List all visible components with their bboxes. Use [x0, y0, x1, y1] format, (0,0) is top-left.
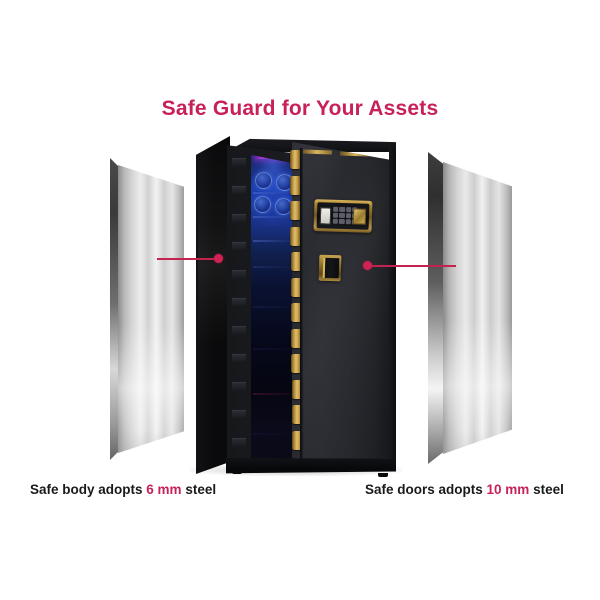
interior-shelf [253, 192, 293, 194]
door-locking-bolts [289, 150, 303, 456]
locking-bolt [290, 277, 302, 297]
safe-door[interactable] [292, 142, 396, 468]
shelf-notch [232, 382, 246, 390]
door-gold-accent-strip [339, 151, 371, 157]
locking-bolt [290, 252, 302, 271]
keypad-button[interactable] [345, 213, 351, 219]
caption-right-suffix: steel [529, 482, 564, 497]
shelf-notch [232, 326, 246, 334]
shelf-notch [232, 438, 246, 446]
locking-bolt [290, 175, 302, 195]
locking-bolt [290, 201, 302, 220]
safe-top-surface [226, 138, 396, 152]
shelf-notch [232, 158, 246, 166]
plate-right-edge [428, 152, 444, 464]
interior-shelf [253, 348, 293, 350]
safe-left-side-panel [196, 136, 230, 474]
safe-side-gloss [198, 136, 228, 474]
shelf-notch [232, 214, 246, 222]
door-handle[interactable] [318, 254, 342, 282]
fingerprint-reader-icon[interactable] [352, 208, 367, 225]
pointer-dot-left [214, 254, 223, 263]
locking-bolt [291, 405, 303, 424]
pointer-dot-right [363, 261, 372, 270]
locking-bolt [290, 303, 302, 322]
pointer-line-right [370, 265, 456, 267]
locking-bolt [291, 354, 303, 373]
door-inner-edge [300, 148, 303, 460]
safe-right-edge [389, 147, 396, 469]
safe-foot [378, 473, 388, 477]
keypad-button[interactable] [332, 212, 339, 218]
door-gold-accent-strip [301, 149, 333, 155]
caption-left-suffix: steel [181, 482, 217, 497]
shelf-notch [232, 410, 246, 418]
keypad-button[interactable] [339, 218, 345, 225]
safe-product-image [196, 136, 396, 477]
keypad-inner [316, 202, 370, 230]
caption-left-prefix: Safe body adopts [30, 482, 147, 497]
shelf-notch [232, 242, 246, 250]
page-title: Safe Guard for Your Assets [161, 97, 439, 120]
locking-bolt [291, 379, 303, 399]
shelf-notch [232, 354, 246, 362]
door-handle-recess [322, 257, 340, 279]
locking-bolt [291, 430, 303, 450]
interior-shelf [253, 266, 293, 268]
shelf-notch [232, 186, 246, 194]
caption-left-highlight: 6 mm [146, 482, 182, 497]
door-gloss [292, 142, 396, 468]
keypad-button[interactable] [333, 206, 339, 212]
safe-plinth-base [226, 458, 396, 474]
interior-shelf [253, 433, 293, 435]
keypad-button[interactable] [332, 218, 339, 224]
interior-shelf [253, 306, 293, 308]
locking-bolt [291, 328, 303, 348]
watch-winder [254, 196, 271, 213]
interior-shelf [253, 240, 293, 242]
shelf-notch [232, 298, 246, 306]
keypad-button[interactable] [339, 212, 345, 219]
caption-safe-body: Safe body adopts 6 mm steel [30, 482, 216, 497]
keypad-button[interactable] [345, 219, 351, 225]
watch-winder [255, 172, 272, 189]
keypad-button[interactable] [345, 207, 352, 213]
locking-bolt [289, 150, 301, 169]
pointer-line-left [157, 258, 219, 260]
plate-left-face [118, 164, 184, 454]
plate-left-edge [110, 158, 119, 460]
shelf-notch [232, 270, 246, 278]
carcass-shelf-notches [232, 152, 248, 462]
caption-right-highlight: 10 mm [486, 482, 530, 497]
plate-right-face [443, 161, 512, 455]
steel-plate-6mm [110, 158, 184, 460]
caption-right-prefix: Safe doors adopts [365, 482, 487, 497]
caption-safe-doors: Safe doors adopts 10 mm steel [365, 482, 564, 497]
keypad-panel[interactable] [313, 199, 373, 233]
keypad-display-screen [319, 207, 332, 225]
keypad-button[interactable] [339, 206, 345, 213]
locking-bolt [290, 226, 302, 246]
safe-foot [232, 470, 242, 474]
steel-plate-10mm [428, 152, 512, 464]
interior-shelf [253, 393, 293, 395]
interior-shelf [253, 216, 293, 218]
